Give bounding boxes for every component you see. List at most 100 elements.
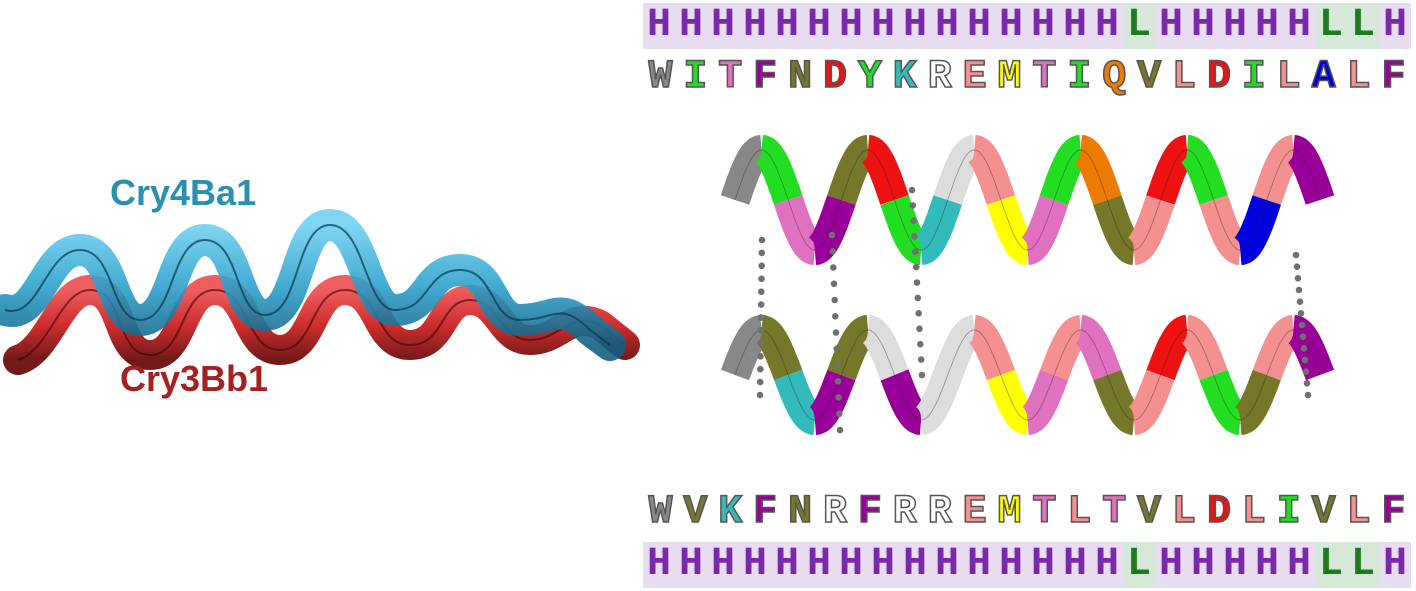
top-ss-21: L [1315, 3, 1347, 49]
top-helix-segment-5 [862, 135, 909, 205]
bottom-ss-1: H [678, 542, 703, 587]
top-ss-14: H [1094, 3, 1119, 48]
cry4ba1-label: Cry4Ba1 [110, 172, 257, 213]
top-ss-9: H [934, 3, 959, 48]
top-helix-segment-2 [773, 195, 821, 265]
top-helix-segment-21 [1287, 135, 1335, 205]
link-1-dot-8 [834, 361, 841, 369]
link-0-dot-4 [758, 288, 765, 296]
top-residue-2: T [718, 54, 744, 101]
link-1-dot-2 [830, 264, 837, 271]
top-ss-10: H [966, 3, 991, 48]
top-residue-13: Q [1101, 54, 1127, 101]
link-0-dot-11 [756, 378, 764, 386]
bottom-helix-segment-21 [1288, 315, 1335, 381]
bottom-helix-segment-9 [969, 315, 1015, 381]
top-ss-6: H [838, 3, 863, 48]
link-0-dot-1 [758, 249, 766, 257]
top-residue-12: I [1067, 54, 1093, 101]
top-residue-14: V [1136, 54, 1162, 101]
link-1-dot-1 [829, 248, 836, 255]
top-residue-19: A [1311, 54, 1337, 101]
bottom-residue-16: D [1206, 489, 1232, 536]
top-helix-segment-11 [1021, 195, 1069, 265]
superposition-ribbon-diagram [0, 209, 640, 375]
top-ss-22: L [1347, 3, 1379, 49]
bottom-ss-23: H [1382, 542, 1407, 587]
top-helix-segment-6 [880, 194, 927, 265]
link-0-dot-6 [757, 314, 765, 321]
bottom-residue-14: V [1136, 489, 1162, 536]
link-1-dot-10 [835, 394, 842, 401]
bottom-residue-13: T [1101, 489, 1127, 536]
bottom-residue-19: V [1311, 489, 1337, 536]
bottom-helix-segment-14 [1093, 369, 1139, 435]
link-0-dot-10 [757, 365, 764, 373]
bottom-residue-5: R [822, 489, 848, 536]
bottom-residue-12: L [1067, 489, 1093, 536]
link-0-dot-8 [757, 340, 764, 347]
link-0-dot-3 [758, 275, 765, 283]
bottom-helix-segment-11 [1022, 369, 1069, 435]
top-ss-3: H [742, 3, 767, 48]
bottom-ss-9: H [934, 542, 959, 587]
bottom-ss-18: H [1222, 542, 1247, 587]
bottom-residue-3: F [752, 489, 778, 536]
top-ss-18: H [1222, 3, 1247, 48]
top-helix-segment-0 [720, 135, 767, 205]
bottom-ss-12: H [1030, 542, 1055, 587]
bottom-residue-4: N [787, 489, 813, 536]
link-3-dot-1 [1293, 263, 1301, 271]
link-2-dot-3 [911, 233, 918, 240]
link-1-dot-4 [831, 296, 838, 304]
bottom-helix-segment-7 [916, 369, 962, 435]
bottom-residue-8: R [927, 489, 953, 536]
bottom-helix-segment-2 [774, 369, 820, 435]
bottom-helix-segment-18 [1199, 369, 1246, 435]
top-ss-7: H [870, 3, 895, 48]
bottom-ss-10: H [966, 542, 991, 587]
link-2-dot-2 [910, 217, 917, 225]
link-1-dot-6 [832, 329, 840, 336]
bottom-helix-segment-13 [1075, 315, 1122, 381]
bottom-helix-segment-8 [933, 315, 980, 381]
link-2-dot-0 [908, 186, 916, 194]
top-helix-segment-9 [968, 135, 1016, 205]
top-helix-segment-10 [986, 195, 1034, 265]
top-residue-21: F [1381, 54, 1407, 101]
bottom-residue-1: V [683, 489, 709, 536]
top-helix-segment-1 [755, 135, 803, 205]
top-helix-segment-13 [1074, 135, 1122, 205]
top-residue-4: N [787, 54, 813, 101]
bottom-helix-segment-3 [809, 369, 856, 435]
link-0-dot-12 [756, 391, 764, 399]
link-1-dot-5 [832, 313, 839, 320]
bottom-ss-5: H [806, 542, 831, 587]
top-residue-0: W [648, 54, 674, 101]
link-3-dot-12 [1304, 391, 1312, 399]
top-residue-5: D [822, 54, 848, 101]
top-helix-segment-17 [1181, 135, 1228, 205]
link-0-dot-2 [758, 262, 765, 270]
link-2-dot-4 [912, 248, 919, 255]
bottom-ss-6: H [838, 542, 863, 587]
link-3-dot-9 [1301, 356, 1309, 364]
top-helix-segment-7 [915, 195, 962, 265]
bottom-helix-segment-19 [1235, 369, 1281, 435]
top-residue-18: L [1276, 54, 1302, 101]
bottom-residue-15: L [1171, 489, 1197, 536]
bottom-ss-15: L [1123, 542, 1155, 588]
link-2-dot-1 [909, 202, 917, 209]
bottom-residue-10: M [997, 489, 1023, 536]
bottom-ss-7: H [870, 542, 895, 587]
link-2-dot-7 [914, 294, 922, 302]
top-helix-segment-16 [1146, 135, 1193, 205]
top-ss-12: H [1030, 3, 1055, 48]
bottom-helix-outline [734, 329, 1321, 421]
cry4ba1-ribbon [0, 209, 626, 361]
bottom-helix-segment-0 [720, 315, 767, 381]
link-3-dot-7 [1299, 333, 1307, 341]
link-1-dot-9 [834, 378, 842, 385]
